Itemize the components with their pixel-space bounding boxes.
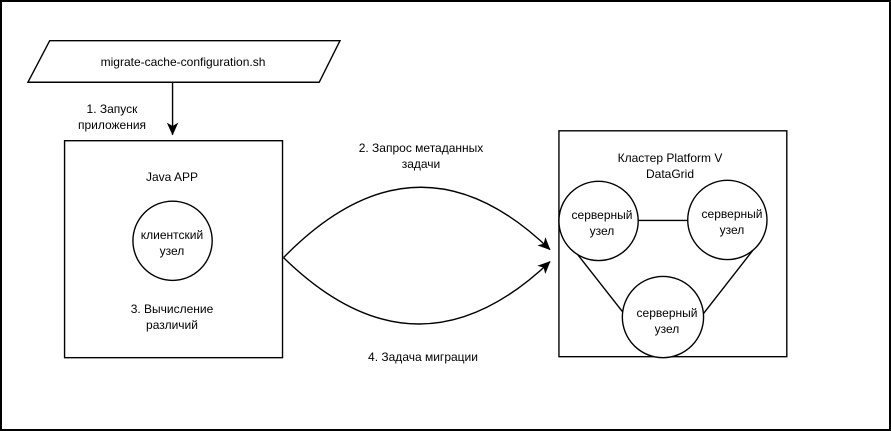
step2-arrow [283,186,551,259]
server-node-1-circle [558,180,639,262]
client-node-circle [132,200,213,282]
link-server1-server3 [573,249,629,320]
server-node-2-circle [687,179,768,261]
step4-arrow [283,257,551,325]
link-server2-server3 [697,248,755,322]
server-node-3-circle [621,275,705,359]
script-file-parallelogram [26,39,342,83]
